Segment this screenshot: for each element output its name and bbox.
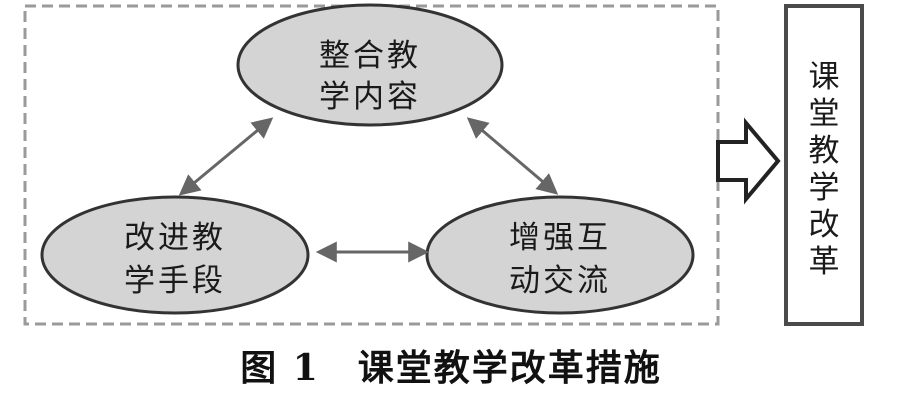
result-char: 教 [809,133,840,169]
result-label: 课 堂 教 学 改 革 [809,59,840,280]
node-enhance-interaction: 增强互 动交流 [425,195,695,315]
node-right-line2: 动交流 [509,263,611,299]
result-char: 改 [809,207,840,243]
result-char: 课 [809,59,840,95]
node-improve-means: 改进教 学手段 [40,195,310,315]
node-integrate-content: 整合教 学内容 [236,3,504,127]
node-left-line2: 学手段 [124,263,226,299]
result-char: 革 [809,244,840,280]
figure-number: 图 1 [240,347,320,389]
arrow-top-left [178,117,274,196]
node-left-line1: 改进教 [124,220,226,256]
result-char: 学 [809,170,840,206]
node-right-line1: 增强互 [509,220,611,256]
node-top-line1: 整合教 [319,38,421,74]
result-char: 堂 [809,96,840,132]
figure-title: 课堂教学改革措施 [357,347,662,389]
result-box [784,4,864,326]
hollow-right-arrow-icon [716,117,781,205]
figure-caption: 图 1 课堂教学改革措施 [0,340,902,396]
node-top-line2: 学内容 [319,79,421,115]
arrow-top-right [466,117,559,195]
